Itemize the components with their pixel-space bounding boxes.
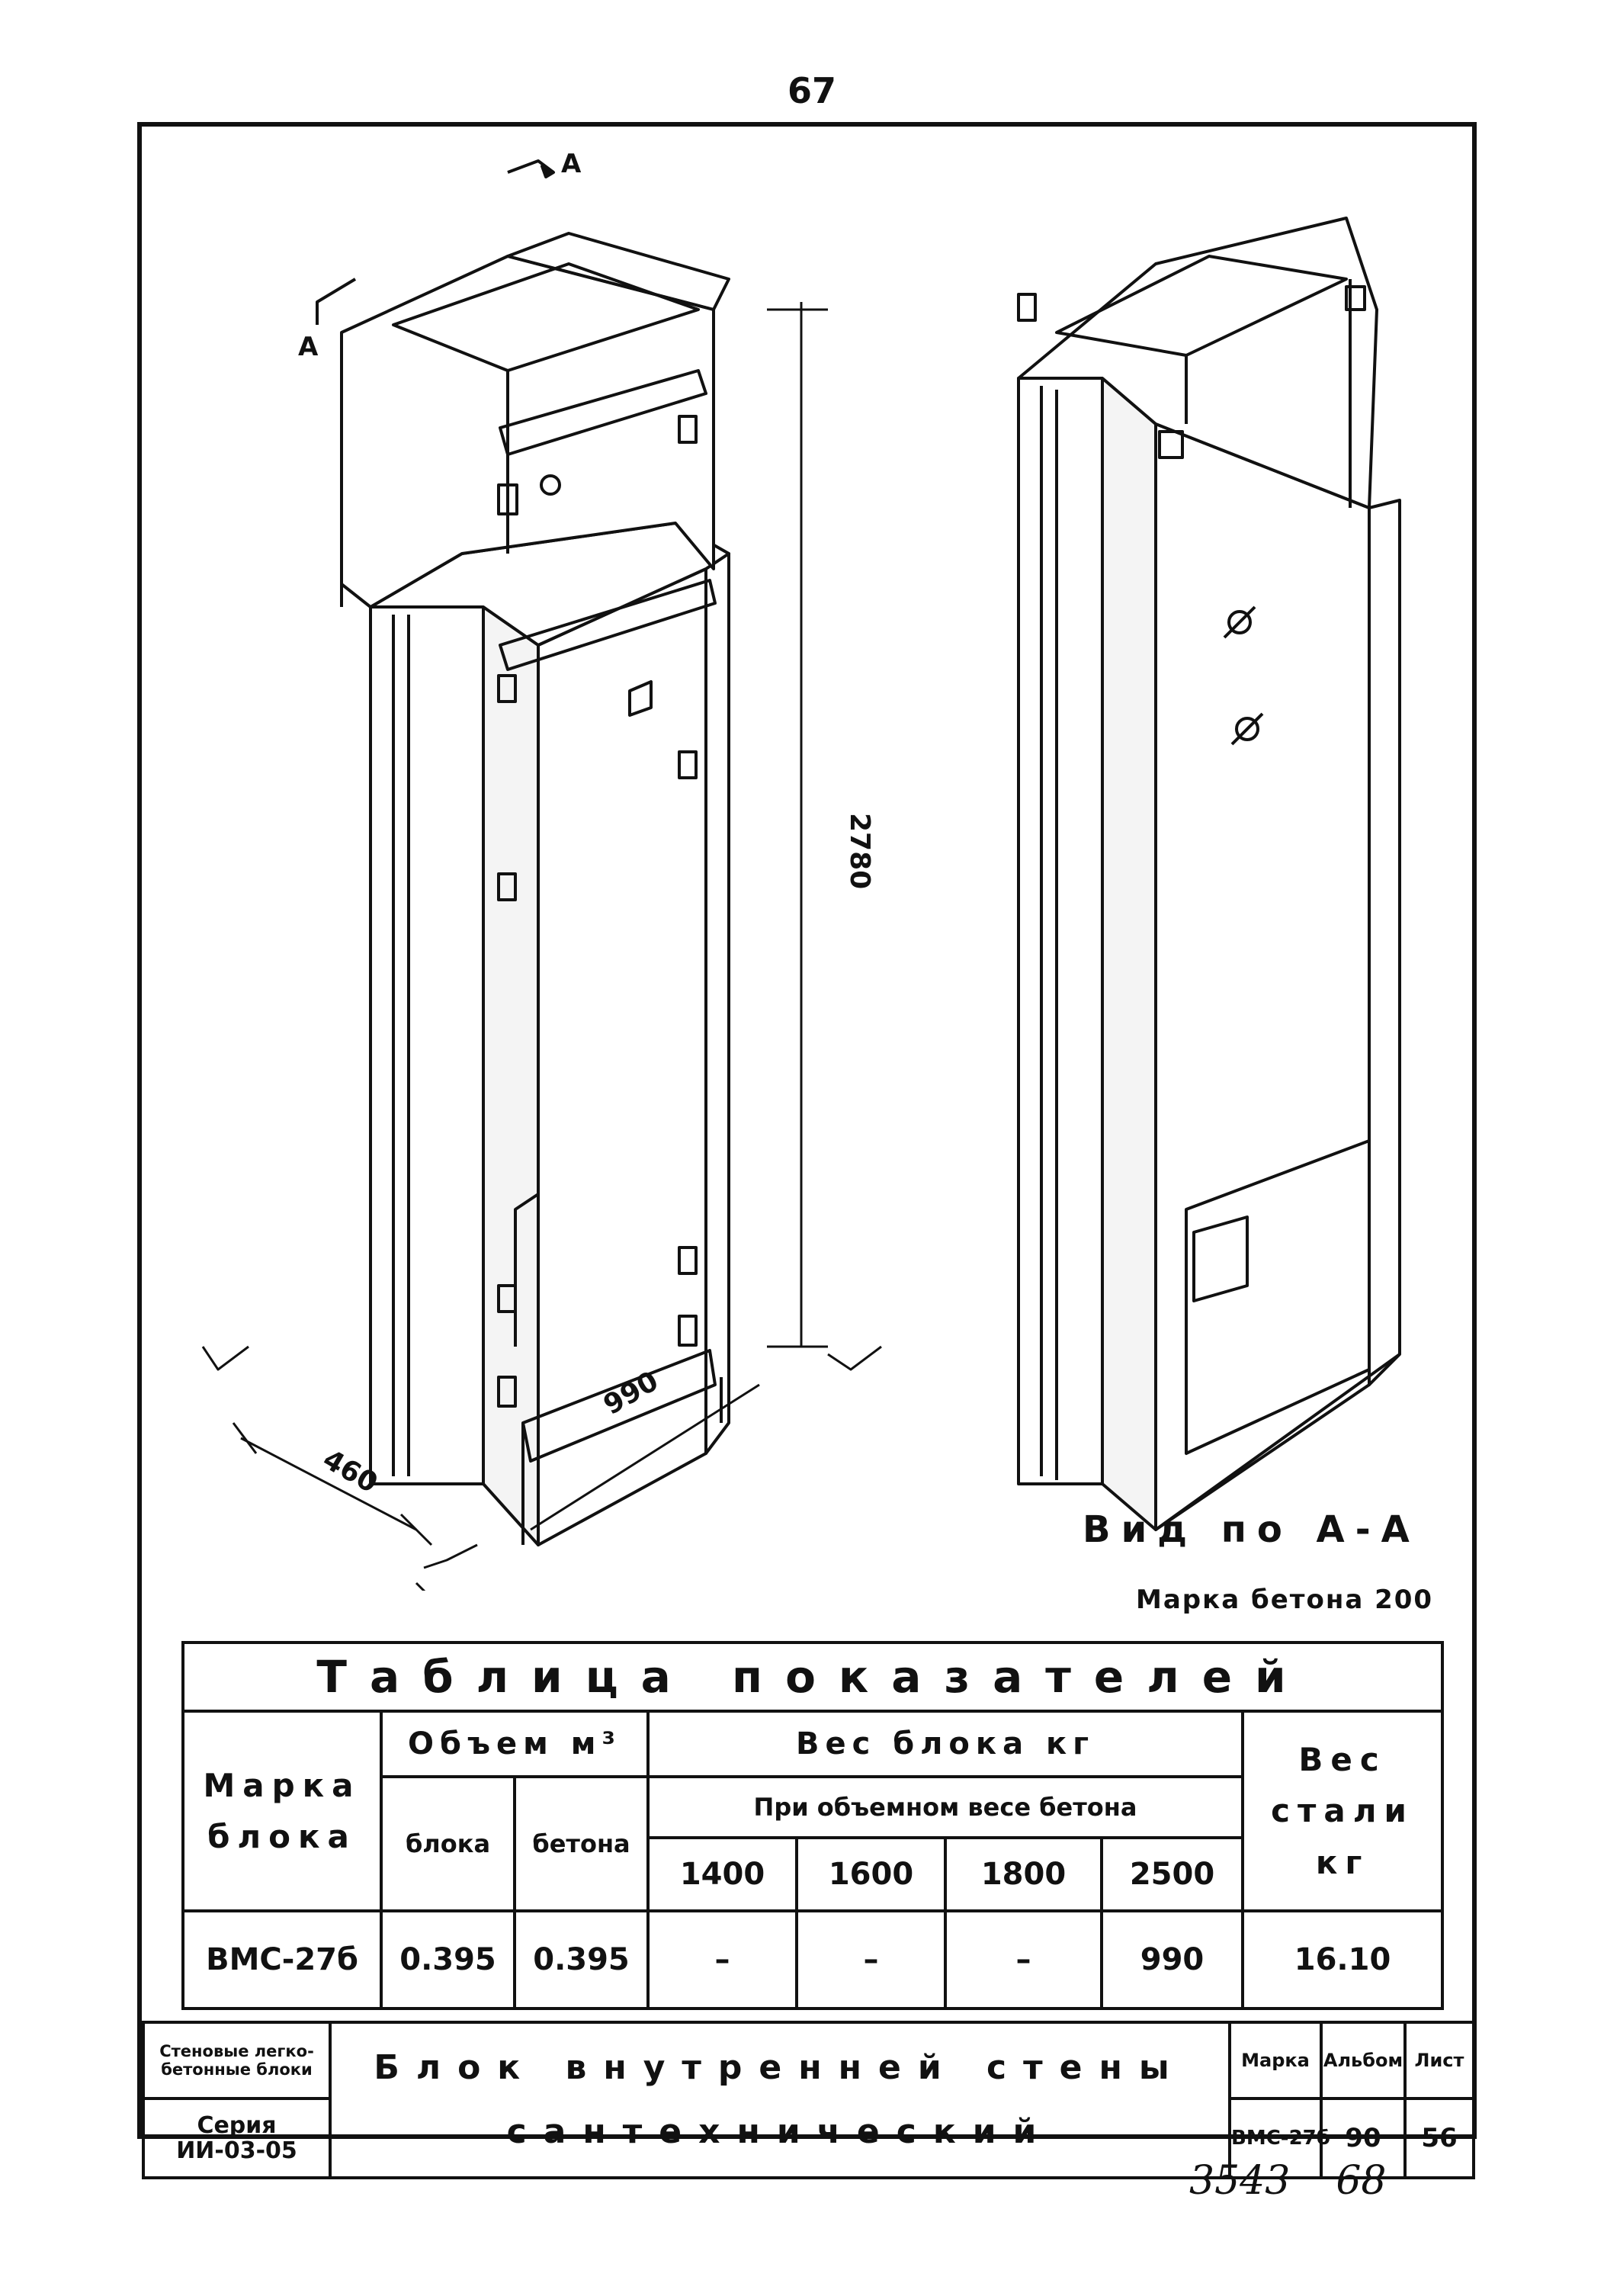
row-weight: – [944,1909,1103,2010]
stamp-sheet-label: Лист [1403,2021,1475,2100]
dimension-height-text: 2780 [844,813,875,889]
stamp-series-label: Серия [197,2112,277,2139]
section-marker-arrows [316,159,555,325]
row-mark: ВМС-27б [181,1909,383,2010]
col-steel-header: Вес стали кг [1240,1710,1445,1912]
indicators-table-title: Таблица показателей [181,1641,1445,1713]
height-dimension [767,302,828,1348]
right-isometric-view [1017,217,1401,1531]
view-label: Вид по А-А [1083,1508,1420,1551]
density-cell: 2500 [1100,1836,1244,1912]
col-weight-header: Вес блока кг [646,1710,1244,1778]
table-row: ВМС-27б 0.395 0.395 – – – 990 16.10 [181,1909,1445,2010]
section-line-markers [201,1345,882,1591]
stamp-series: Серия ИИ-03-05 [142,2097,332,2179]
page-number: 67 [787,70,836,111]
row-weight: – [795,1909,947,2010]
row-volume-concrete: 0.395 [513,1909,650,2010]
row-weight: – [646,1909,798,2010]
stamp-series-value: ИИ-03-05 [176,2137,297,2164]
stamp-title-line2: сантехнический [506,2112,1054,2151]
stamp-mark-value: ВМС-27б [1228,2097,1330,2179]
stamp-album-value: 90 [1320,2097,1407,2179]
row-steel: 16.10 [1240,1909,1445,2010]
col-mark-header: Марка блока [181,1710,383,1912]
concrete-grade-label: Марка бетона 200 [1136,1585,1434,1615]
col-volume-block: блока [380,1775,516,1912]
section-marker-label: A [298,332,319,362]
row-volume-block: 0.395 [380,1909,516,2010]
block-drawing: A A 2780 990 460 [201,149,1401,1591]
row-weight: 990 [1100,1909,1244,2010]
stamp-title-line1: Блок внутренней стены [374,2048,1186,2088]
indicators-table: Таблица показателей Марка блока Объем м³… [181,1641,1445,2010]
left-isometric-view [340,232,730,1546]
col-volume-header: Объем м³ [380,1710,650,1778]
density-cell: 1800 [944,1836,1103,1912]
density-cell: 1400 [646,1836,798,1912]
stamp-sheet-value: 56 [1403,2097,1475,2179]
density-cell: 1600 [795,1836,947,1912]
col-volume-concrete: бетона [513,1775,650,1912]
handwritten-note: 3543 68 [1189,2158,1432,2204]
stamp-album-label: Альбом [1320,2021,1407,2100]
handwritten-number: 68 [1336,2158,1387,2204]
dimension-width-text: 990 [598,1366,664,1421]
section-marker-label-top: A [561,149,582,179]
title-block: Стеновые легко-бетонные блоки Блок внутр… [142,2021,1475,2179]
col-weight-subheader: При объемном весе бетона [646,1775,1244,1839]
stamp-mark-label: Марка [1228,2021,1323,2100]
stamp-title: Блок внутренней стены сантехнический [329,2021,1231,2179]
base-dimensions [232,1383,760,1546]
handwritten-number: 3543 [1189,2158,1291,2204]
stamp-category: Стеновые легко-бетонные блоки [142,2021,332,2100]
